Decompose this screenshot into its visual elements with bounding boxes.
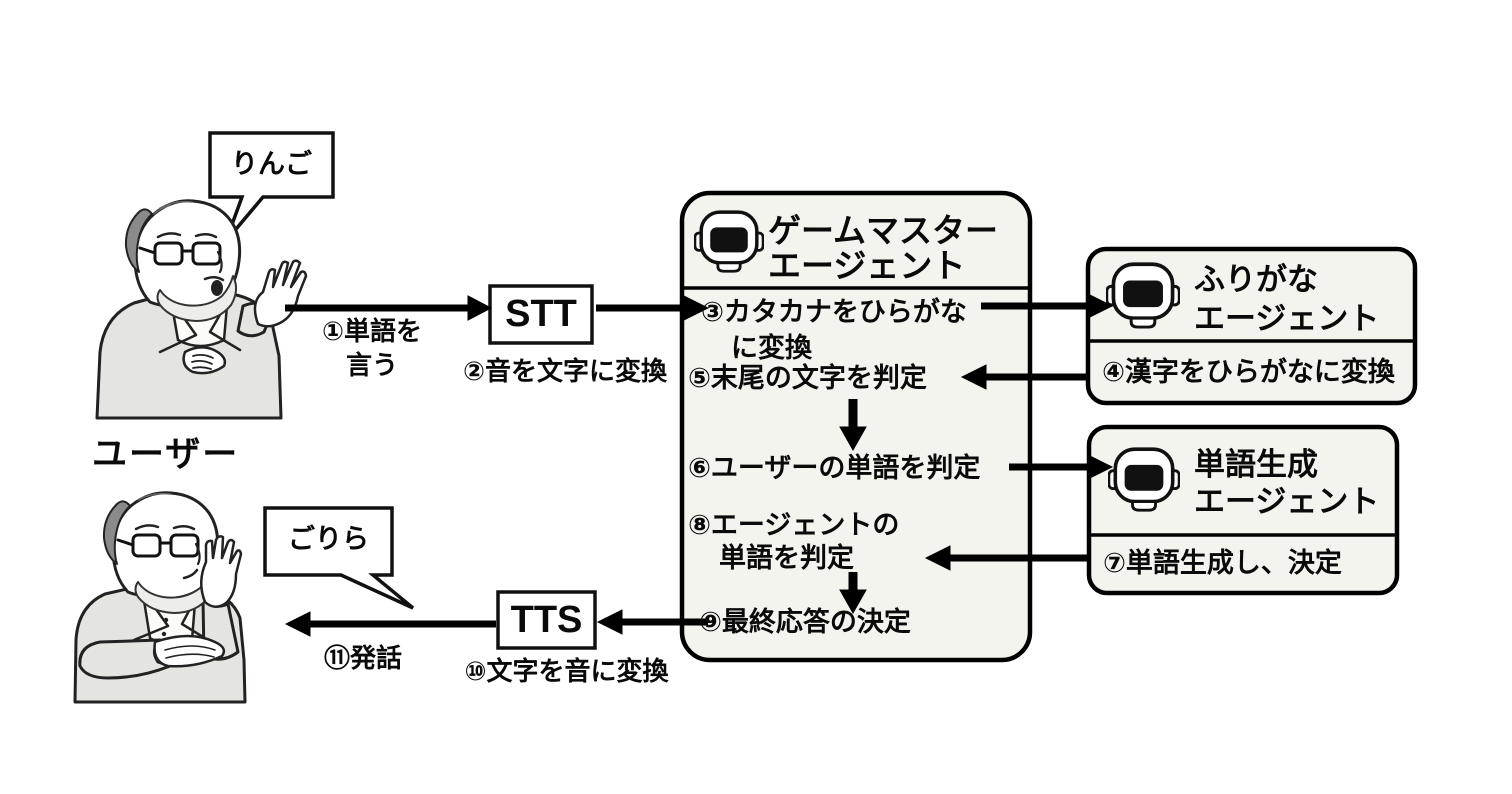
flow-arrows — [284, 293, 1114, 637]
tts-label: TTS — [510, 599, 583, 641]
furigana-agent-title-line1: ふりがな — [1194, 262, 1318, 297]
tts-box — [496, 590, 597, 650]
stt-box — [488, 284, 594, 345]
step5-label: ⑤末尾の文字を判定 — [688, 363, 927, 393]
step4-label: ④漢字をひらがなに変換 — [1102, 357, 1395, 387]
bubble-bottom-text: ごりら — [288, 524, 369, 554]
word-agent-title-line1: 単語生成 — [1194, 447, 1318, 482]
step11-label: ⑪発話 — [323, 643, 402, 673]
game-master-title-line1: ゲームマスター — [768, 212, 999, 249]
step1-label-line2: 言う — [345, 350, 398, 380]
speech-bubble-bottom — [263, 506, 415, 610]
game-master-title-line2: エージェント — [768, 247, 966, 284]
bubble-top-text: りんご — [231, 149, 312, 179]
user-label: ユーザー — [92, 435, 240, 474]
user-listening-illustration — [73, 491, 247, 704]
user-speaking-illustration — [95, 199, 308, 420]
step3-label-line2: に変換 — [731, 333, 812, 363]
step10-label: ⑩文字を音に変換 — [464, 656, 669, 686]
speech-bubble-top — [208, 131, 335, 243]
step8-label-line2: 単語を判定 — [719, 543, 854, 573]
step2-label: ②音を文字に変換 — [462, 356, 667, 386]
step3-label-line1: ③カタカナをひらがな — [701, 297, 967, 327]
step9-label: ⑨最終応答の決定 — [699, 607, 911, 637]
step7-label: ⑦単語生成し、決定 — [1103, 548, 1342, 578]
step6-label: ⑥ユーザーの単語を判定 — [688, 453, 981, 483]
step8-label-line1: ⑧エージェントの — [688, 510, 900, 540]
word-agent-title-line2: エージェント — [1194, 484, 1380, 519]
furigana-agent-title-line2: エージェント — [1194, 301, 1380, 336]
stt-label: STT — [505, 293, 577, 335]
step1-label-line1: ①単語を — [321, 316, 422, 346]
